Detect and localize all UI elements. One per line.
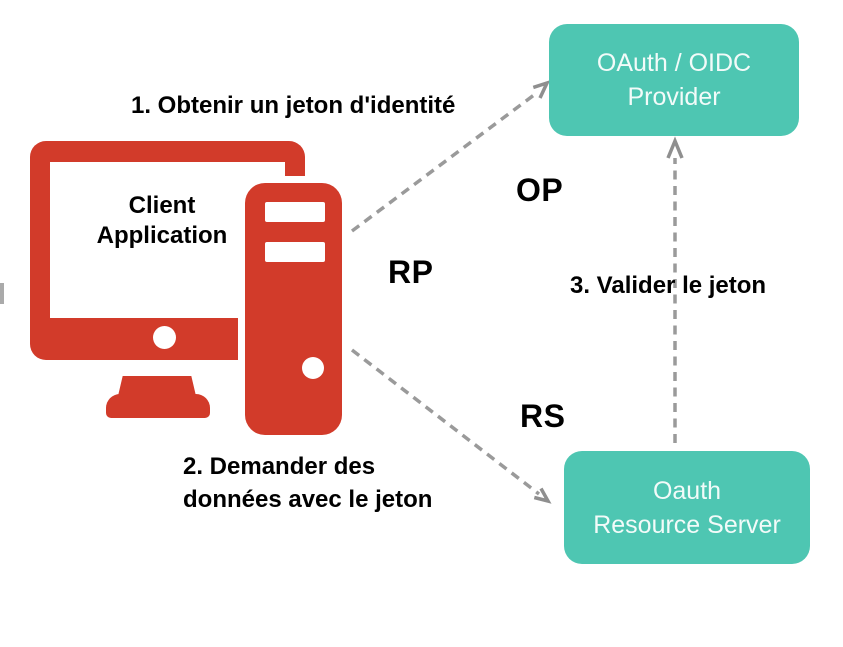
provider-box-line2: Provider: [627, 83, 721, 111]
oauth-oidc-provider-box: OAuth / OIDC Provider: [549, 24, 799, 136]
tower-power-button-dot: [302, 357, 324, 379]
oauth-resource-server-box: Oauth Resource Server: [564, 451, 810, 564]
provider-box-line1: OAuth / OIDC: [596, 49, 752, 77]
tower-drive-slot: [265, 202, 325, 222]
tower-case-icon: [245, 183, 342, 435]
step1-label: 1. Obtenir un jeton d'identité: [131, 92, 456, 119]
step2-label: 2. Demander des données avec le jeton: [183, 450, 432, 516]
tower-drive-slot: [265, 242, 325, 262]
client-label-line2: Application: [96, 222, 228, 249]
rp-role-label: RP: [388, 254, 434, 290]
monitor-button-dot: [153, 326, 176, 349]
step2-label-line1: 2. Demander des: [183, 453, 376, 480]
client-application-label: Client Application: [56, 191, 268, 251]
monitor-stand-base: [106, 394, 210, 418]
resource-box-line1: Oauth: [652, 476, 722, 505]
resource-box-line2: Resource Server: [593, 510, 781, 539]
op-role-label: OP: [516, 172, 564, 208]
client-label-line1: Client: [128, 192, 196, 219]
rs-role-label: RS: [520, 398, 566, 434]
left-edge-artifact: [0, 283, 4, 304]
monitor-stand-neck: [118, 376, 196, 396]
step3-label: 3. Valider le jeton: [570, 272, 767, 299]
step2-label-line2: données avec le jeton: [183, 486, 433, 513]
